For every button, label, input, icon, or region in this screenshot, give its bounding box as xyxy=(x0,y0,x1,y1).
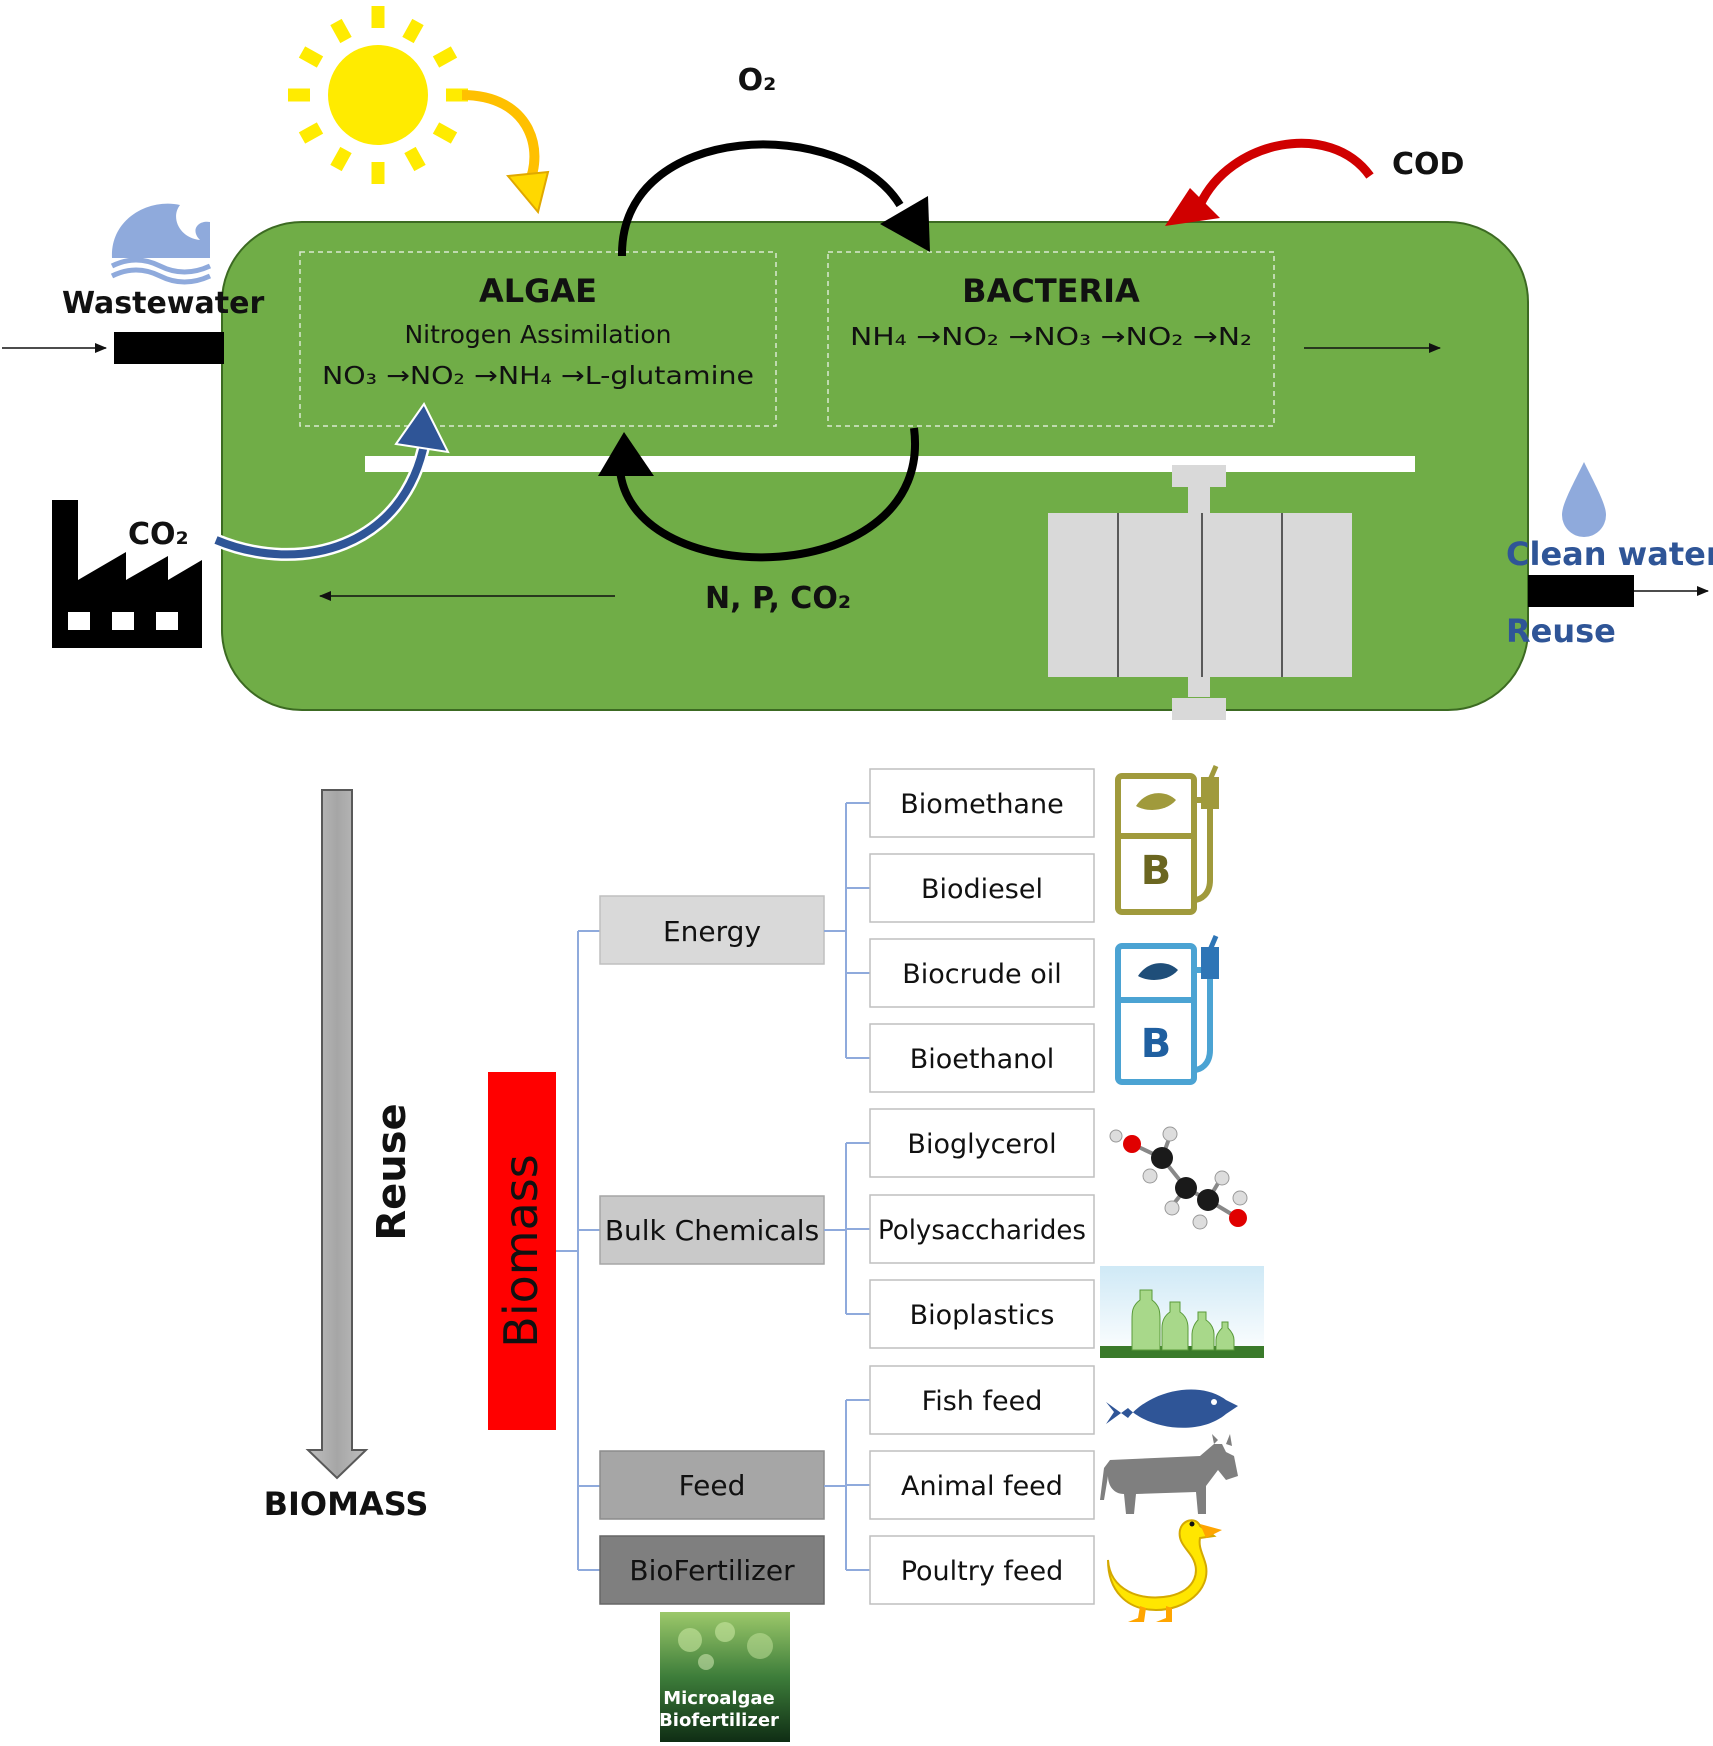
cod-arrow xyxy=(1165,138,1374,226)
algae-title: ALGAE xyxy=(479,272,597,310)
fertilizer-image-line1: Microalgae xyxy=(663,1688,775,1709)
child-boxes xyxy=(869,768,1095,1605)
biomass-bottom-label: BIOMASS xyxy=(264,1485,429,1523)
sunlight-arrow xyxy=(461,90,550,215)
npco2-label: N, P, CO₂ xyxy=(705,581,851,616)
child-label: Biomethane xyxy=(900,789,1063,820)
child-polysaccharides xyxy=(869,1194,1095,1264)
water-drop-icon xyxy=(1562,462,1606,537)
child-label: Poultry feed xyxy=(901,1556,1064,1587)
child-bioglycerol xyxy=(869,1108,1095,1178)
co2-arrow xyxy=(213,402,450,561)
root-connectors xyxy=(556,930,600,1571)
child-label: Fish feed xyxy=(922,1386,1043,1417)
child-animal-feed xyxy=(869,1450,1095,1520)
biomass-root-label: Biomass xyxy=(494,1154,548,1347)
reuse-down-arrow xyxy=(305,789,369,1480)
bacteria-pathway: NH₄ →NO₂ →NO₃ →NO₂ →N₂ xyxy=(850,322,1252,351)
algae-pathway: NO₃ →NO₂ →NH₄ →L-glutamine xyxy=(322,361,754,390)
category-energy: Energy xyxy=(599,895,825,965)
fuel-pump-letter: B xyxy=(1141,848,1172,894)
category-label: Energy xyxy=(663,915,761,948)
child-label: Polysaccharides xyxy=(878,1215,1086,1246)
child-bioplastics xyxy=(869,1279,1095,1349)
child-bioethanol xyxy=(869,1023,1095,1093)
category-bulk-chemicals: Bulk Chemicals xyxy=(599,1195,825,1265)
child-label: Animal feed xyxy=(901,1471,1063,1502)
reuse-outlet-label: Reuse xyxy=(1506,612,1616,650)
sun-icon xyxy=(288,6,468,184)
molecule-icon xyxy=(1109,1126,1248,1230)
cow-icon xyxy=(1100,1434,1238,1514)
reuse-vertical-label: Reuse xyxy=(369,1103,415,1240)
separator-bar xyxy=(365,456,1415,472)
bacteria-box xyxy=(827,251,1275,427)
child-fish-feed xyxy=(869,1365,1095,1435)
category-label: BioFertilizer xyxy=(629,1554,795,1587)
child-biomethane xyxy=(869,768,1095,838)
child-biocrude-oil xyxy=(869,938,1095,1008)
microalgae-biofertilizer-image: Microalgae Biofertilizer xyxy=(659,1612,790,1742)
o2-cycle-arrow xyxy=(617,140,904,257)
child-label: Bioglycerol xyxy=(907,1129,1056,1160)
child-label: Bioplastics xyxy=(910,1300,1055,1331)
inlet-pipe xyxy=(114,332,224,364)
child-labels: Biomethane Biodiesel Biocrude oil Bioeth… xyxy=(878,789,1086,1587)
child-biodiesel xyxy=(869,853,1095,923)
fish-icon xyxy=(1106,1389,1238,1428)
wave-icon xyxy=(110,203,212,285)
biomass-root-box xyxy=(488,1072,556,1430)
bacteria-title: BACTERIA xyxy=(962,272,1140,310)
clean-water-label: Clean water xyxy=(1506,535,1713,573)
child-label: Biodiesel xyxy=(921,874,1043,905)
wastewater-label: Wastewater xyxy=(62,286,264,321)
co2-label: CO₂ xyxy=(128,517,189,552)
child-label: Bioethanol xyxy=(910,1044,1055,1075)
fuel-pump-icon xyxy=(1115,765,1219,915)
category-biofertilizer: BioFertilizer xyxy=(599,1535,825,1605)
bottles-icon xyxy=(1100,1266,1264,1358)
outlet-pipe xyxy=(1528,575,1634,607)
cod-label: COD xyxy=(1392,147,1464,182)
algae-box xyxy=(299,251,777,427)
npco2-arrow-head xyxy=(598,432,654,476)
membrane-module-icon xyxy=(1048,465,1352,720)
reactor: ALGAE Nitrogen Assimilation NO₃ →NO₂ →NH… xyxy=(221,63,1529,720)
child-connectors xyxy=(824,802,870,1571)
child-label: Biocrude oil xyxy=(902,959,1061,990)
fertilizer-image-line2: Biofertilizer xyxy=(659,1710,779,1731)
npco2-cycle-arrow xyxy=(616,427,919,562)
o2-label: O₂ xyxy=(738,63,777,98)
biomass-tree: Biomass Energy Bulk Chemicals Feed BioFe… xyxy=(488,768,1095,1605)
o2-arrow-head xyxy=(880,196,930,252)
factory-icon xyxy=(52,500,202,648)
fuel-pump-letter: B xyxy=(1141,1021,1172,1067)
category-label: Bulk Chemicals xyxy=(605,1214,819,1247)
fuel-pump-icon xyxy=(1115,935,1219,1085)
category-feed: Feed xyxy=(599,1450,825,1520)
child-poultry-feed xyxy=(869,1535,1095,1605)
category-label: Feed xyxy=(679,1469,746,1502)
duck-icon xyxy=(1107,1519,1222,1622)
algae-subtitle: Nitrogen Assimilation xyxy=(404,320,671,349)
